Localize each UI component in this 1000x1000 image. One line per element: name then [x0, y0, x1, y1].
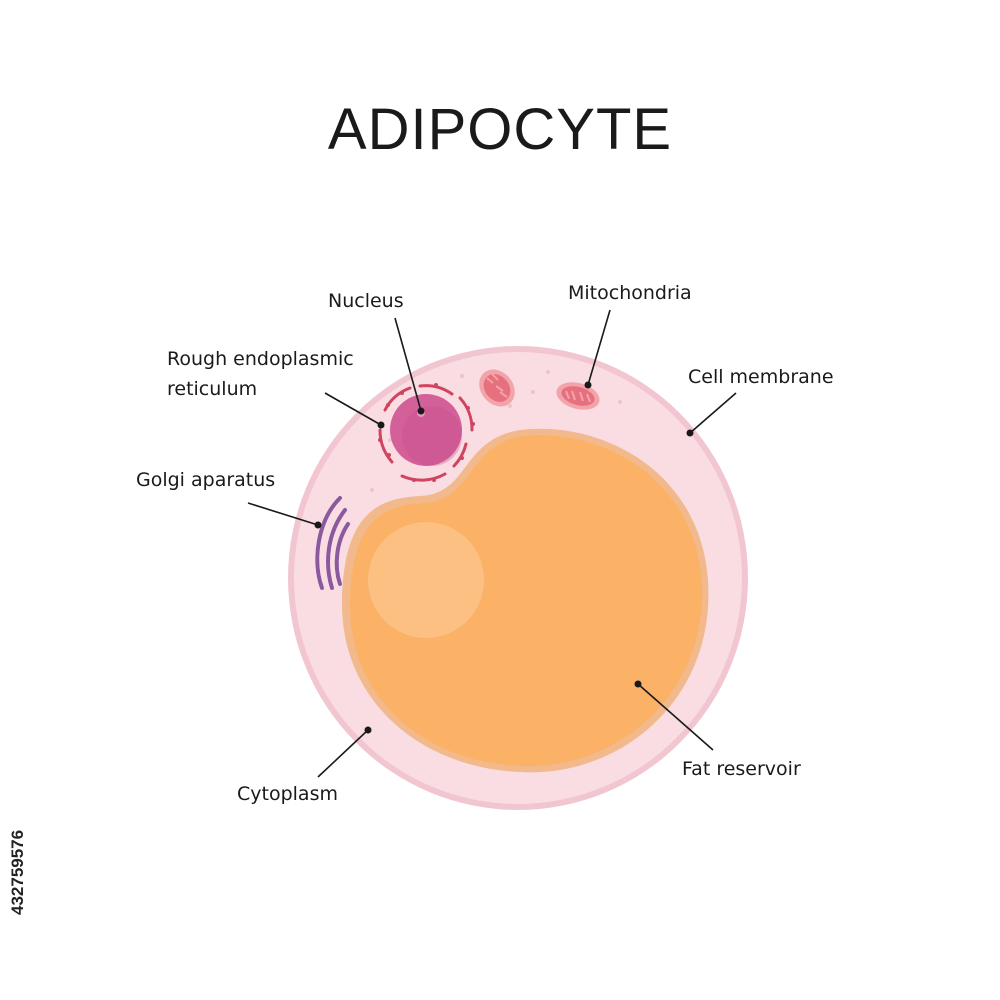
mitochondrion-2 — [556, 382, 600, 410]
rough-er-leader — [324, 392, 382, 426]
golgi-apparatus — [315, 496, 350, 590]
cytoplasm-granules — [370, 370, 622, 492]
label-fat-reservoir: Fat reservoir — [682, 758, 801, 780]
mitochondrion-1 — [479, 369, 515, 407]
fat-reservoir — [341, 428, 709, 773]
cytoplasm-leader — [317, 729, 369, 778]
fat-droplet — [349, 435, 703, 767]
label-golgi: Golgi aparatus — [136, 469, 276, 491]
rough-er — [378, 384, 474, 482]
label-cell-membrane: Cell membrane — [688, 366, 834, 388]
label-cytoplasm: Cytoplasm — [237, 783, 338, 805]
mitochondria-leader — [587, 309, 611, 386]
nucleus-leader — [394, 317, 422, 412]
stock-id: 432759576 — [8, 829, 27, 915]
label-rough-er-line1: Rough endoplasmic — [167, 348, 354, 370]
fat-highlight — [368, 522, 484, 638]
label-nucleus: Nucleus — [328, 290, 404, 312]
fat-reservoir-leader — [637, 683, 714, 751]
diagram-title: ADIPOCYTE — [327, 97, 673, 162]
golgi-leader — [247, 502, 319, 526]
nucleus-complex — [378, 383, 475, 482]
cell-membrane-leader — [689, 392, 737, 434]
leader-dots — [314, 381, 694, 734]
nucleus-shade — [402, 406, 462, 466]
nucleus-body — [390, 394, 462, 466]
label-rough-er-line2: reticulum — [167, 378, 258, 400]
rough-er-ribosomes — [378, 383, 475, 482]
leader-lines — [247, 309, 737, 778]
label-mitochondria: Mitochondria — [568, 282, 692, 304]
